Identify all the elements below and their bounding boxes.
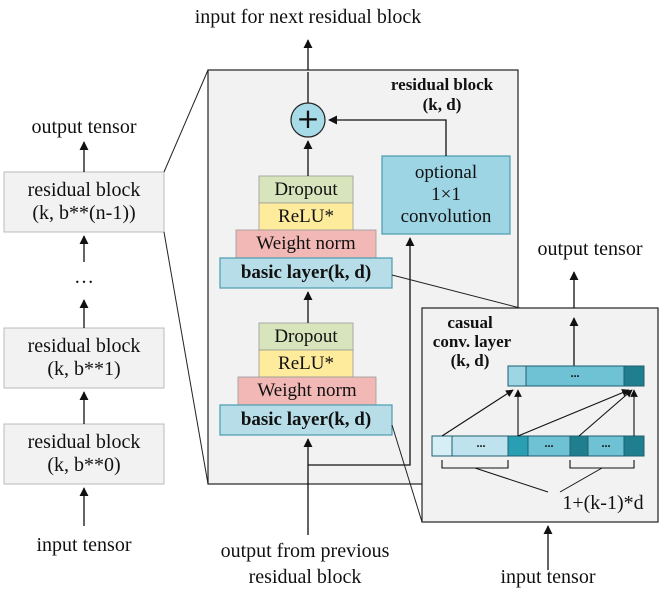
left-block-bottom-text: residual block (k, b**0) [4, 424, 164, 484]
upper-basic-layer-box [219, 257, 393, 289]
conv-input-dots-2: ... [544, 436, 554, 450]
lower-relu-label: ReLU* [278, 352, 334, 374]
optional-conv-text: optional 1×1 convolution [382, 156, 510, 234]
optional-conv-line2: 1×1 [431, 184, 461, 206]
zoom-line-conv-1 [391, 274, 521, 309]
optional-conv-line3: convolution [400, 205, 492, 227]
conv-input-cell-7 [623, 435, 645, 457]
conv-tap-arrow-1 [441, 389, 514, 437]
left-block-mid-line2: (k, b**1) [47, 358, 121, 380]
left-block-mid-line1: residual block [27, 335, 141, 357]
left-input-tensor-label: input tensor [36, 534, 132, 556]
left-block-mid-box [3, 327, 165, 389]
residual-block-title-line2: (k, d) [422, 95, 462, 114]
skip-conv-to-plus [328, 115, 447, 156]
conv-input-tensor-label: input tensor [500, 566, 596, 588]
conv-title-line2: conv. layer [432, 332, 512, 351]
upper-weightnorm-box [235, 229, 377, 259]
dilation-leader-left [474, 467, 549, 493]
residual-block-title-line1: residual block [390, 75, 494, 94]
conv-title-line3: (k, d) [450, 351, 490, 370]
lower-dropout-label: Dropout [274, 325, 338, 347]
left-block-top-line1: residual block [27, 179, 141, 201]
upper-weightnorm-label: Weight norm [256, 233, 356, 255]
left-block-top-text: residual block (k, b**(n-1)) [4, 172, 164, 232]
lower-basic-layer-label: basic layer(k, d) [240, 409, 372, 431]
conv-input-cell-5 [569, 435, 589, 457]
conv-tap-arrow-5 [517, 389, 630, 437]
optional-conv-line1: optional [414, 162, 478, 184]
conv-input-cell-1 [431, 435, 453, 457]
lower-relu-box [258, 349, 354, 378]
upper-dropout-label: Dropout [274, 178, 338, 200]
zoom-line-bottom [163, 231, 209, 485]
left-output-tensor-label: output tensor [31, 116, 137, 138]
upper-relu-label: ReLU* [278, 205, 334, 227]
conv-output-cell-first [507, 365, 527, 387]
conv-input-dots-1: ... [476, 436, 486, 450]
conv-output-tensor-label: output tensor [537, 238, 643, 260]
optional-conv-box [381, 155, 511, 235]
conv-output-dots: ... [570, 366, 580, 380]
upper-relu-box [258, 202, 354, 231]
dilation-leader-right [559, 467, 603, 493]
left-ellipsis: … [74, 266, 94, 288]
conv-output-cell-last [623, 365, 645, 387]
top-output-label: input for next residual block [194, 6, 422, 28]
lower-weightnorm-label: Weight norm [257, 380, 357, 402]
lower-basic-layer-box [219, 404, 393, 436]
zoom-line-conv-2 [391, 424, 423, 523]
left-block-top-line2: (k, b**(n-1)) [32, 202, 136, 224]
conv-tap-arrow-3 [578, 389, 633, 437]
bottom-label-line2: residual block [248, 566, 362, 588]
skip-connection-path [308, 237, 415, 466]
dilation-formula: 1+(k-1)*d [562, 492, 644, 514]
conv-title-line1: casual [447, 313, 493, 332]
causal-conv-panel [421, 307, 659, 523]
left-block-bottom-box [3, 423, 165, 485]
plus-symbol: + [296, 102, 320, 135]
upper-basic-layer-label: basic layer(k, d) [240, 262, 372, 284]
left-block-mid-text: residual block (k, b**1) [4, 328, 164, 388]
zoom-line-top [163, 69, 209, 173]
left-block-bottom-line1: residual block [27, 431, 141, 453]
conv-input-dots-3: ... [601, 436, 611, 450]
conv-input-cell-3 [507, 435, 529, 457]
left-block-bottom-line2: (k, b**0) [47, 454, 121, 476]
bottom-label-line1: output from previous [220, 540, 390, 562]
